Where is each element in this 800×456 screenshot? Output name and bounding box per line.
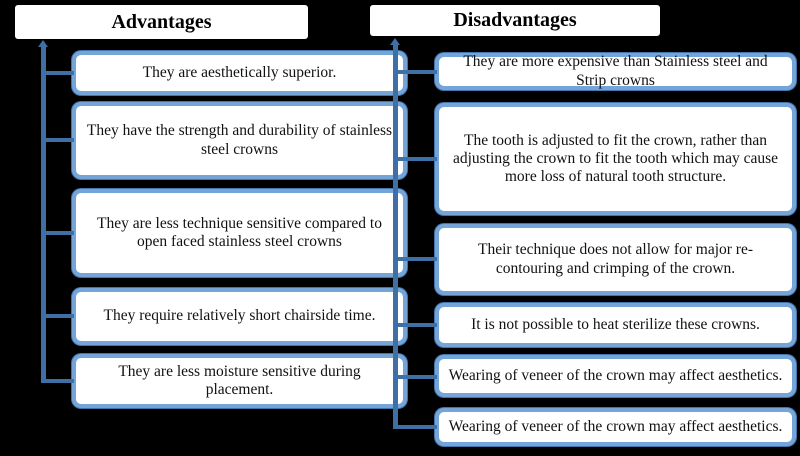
advantages-header: Advantages: [13, 3, 310, 41]
advantage-item-box: They are less technique sensitive compar…: [72, 189, 407, 277]
connector-branch: [395, 157, 437, 161]
advantages-header-label: Advantages: [111, 10, 212, 33]
connector-branch: [43, 231, 74, 235]
disadvantages-header-label: Disadvantages: [453, 9, 577, 31]
advantages-connector-trunk: [41, 47, 46, 383]
disadvantage-item-box: The tooth is adjusted to fit the crown, …: [435, 103, 796, 215]
disadvantage-item-box: Wearing of veneer of the crown may affec…: [435, 408, 796, 446]
disadvantage-item-text: It is not possible to heat sterilize the…: [471, 315, 760, 333]
up-arrowhead-icon: [390, 38, 400, 45]
disadvantages-header: Disadvantages: [368, 3, 662, 38]
disadvantage-item-text: Their technique does not allow for major…: [477, 241, 754, 277]
disadvantage-item-box: Their technique does not allow for major…: [435, 224, 796, 295]
disadvantage-item-text: Wearing of veneer of the crown may affec…: [448, 366, 783, 384]
advantage-item-box: They require relatively short chairside …: [72, 288, 407, 345]
disadvantage-item-text: The tooth is adjusted to fit the crown, …: [453, 131, 778, 186]
connector-branch: [395, 323, 437, 327]
advantage-item-text: They require relatively short chairside …: [103, 307, 376, 325]
disadvantage-item-text: They are more expensive than Stainless s…: [463, 53, 768, 89]
connector-branch: [395, 375, 437, 379]
disadvantage-item-box: It is not possible to heat sterilize the…: [435, 303, 796, 347]
advantage-item-text: They are aesthetically superior.: [142, 63, 337, 81]
advantage-item-text: They are less moisture sensitive during …: [118, 362, 361, 398]
connector-branch: [43, 314, 74, 318]
advantage-item-box: They are aesthetically superior.: [72, 51, 407, 95]
advantage-item-text: They are less technique sensitive compar…: [97, 214, 382, 250]
advantage-item-box: They are less moisture sensitive during …: [72, 354, 407, 408]
disadvantage-item-text: Wearing of veneer of the crown may affec…: [448, 417, 783, 435]
advantage-item-text: They have the strength and durability of…: [86, 122, 393, 158]
connector-branch: [395, 257, 437, 261]
connector-branch: [395, 425, 437, 429]
up-arrowhead-icon: [38, 40, 48, 47]
connector-branch: [395, 70, 437, 74]
advantage-item-box: They have the strength and durability of…: [72, 102, 407, 179]
disadvantage-item-box: They are more expensive than Stainless s…: [435, 53, 796, 90]
connector-branch: [43, 138, 74, 142]
disadvantages-connector-trunk: [393, 45, 398, 429]
connector-branch: [43, 71, 74, 75]
disadvantage-item-box: Wearing of veneer of the crown may affec…: [435, 355, 796, 397]
connector-branch: [43, 379, 74, 383]
